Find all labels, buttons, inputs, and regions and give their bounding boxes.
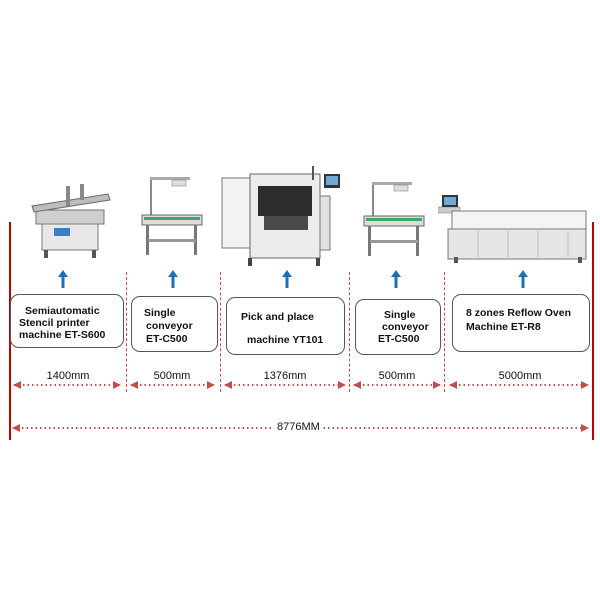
length-conveyor-2: 500mm xyxy=(378,370,416,382)
label-line: machine YT101 xyxy=(247,334,324,346)
arrow-up-icon xyxy=(391,270,401,288)
separator-1 xyxy=(126,272,127,392)
stencil-printer-image xyxy=(31,184,111,258)
label-line: conveyor xyxy=(146,320,193,332)
total-length: 8776MM xyxy=(274,421,323,433)
length-conveyor-1: 500mm xyxy=(153,370,191,382)
pick-and-place-image xyxy=(221,166,340,266)
conveyor-1-image xyxy=(141,177,203,255)
right-edge-line xyxy=(592,222,594,440)
label-line: ET-C500 xyxy=(146,333,188,345)
arrow-up-icon xyxy=(282,270,292,288)
arrow-up-icon xyxy=(168,270,178,288)
separator-2 xyxy=(220,272,221,392)
label-conveyor-2: Single conveyor ET-C500 xyxy=(355,299,441,355)
label-pick-and-place: Pick and place machine YT101 xyxy=(226,297,345,355)
label-line: Semiautomatic xyxy=(25,305,100,317)
label-stencil-printer: Semiautomatic Stencil printer machine ET… xyxy=(10,294,124,348)
arrow-up-icon xyxy=(58,270,68,288)
label-line: 8 zones Reflow Oven xyxy=(466,307,572,319)
label-line: ET-C500 xyxy=(378,333,420,345)
label-line: conveyor xyxy=(382,321,429,333)
label-line: Stencil printer xyxy=(19,317,90,329)
label-line: Single xyxy=(384,309,416,321)
label-line: Single xyxy=(144,307,176,319)
reflow-oven-image xyxy=(438,195,587,263)
length-stencil-printer: 1400mm xyxy=(46,370,90,382)
label-line: machine ET-S600 xyxy=(19,329,106,341)
label-line: Pick and place xyxy=(241,311,314,323)
conveyor-2-image xyxy=(363,182,425,256)
arrow-up-icon xyxy=(518,270,528,288)
label-conveyor-1: Single conveyor ET-C500 xyxy=(131,296,218,352)
length-reflow-oven: 5000mm xyxy=(498,370,542,382)
separator-4 xyxy=(444,272,445,392)
separator-3 xyxy=(349,272,350,392)
length-pick-and-place: 1376mm xyxy=(263,370,307,382)
label-reflow-oven: 8 zones Reflow Oven Machine ET-R8 xyxy=(452,294,590,352)
label-line: Machine ET-R8 xyxy=(466,321,541,333)
